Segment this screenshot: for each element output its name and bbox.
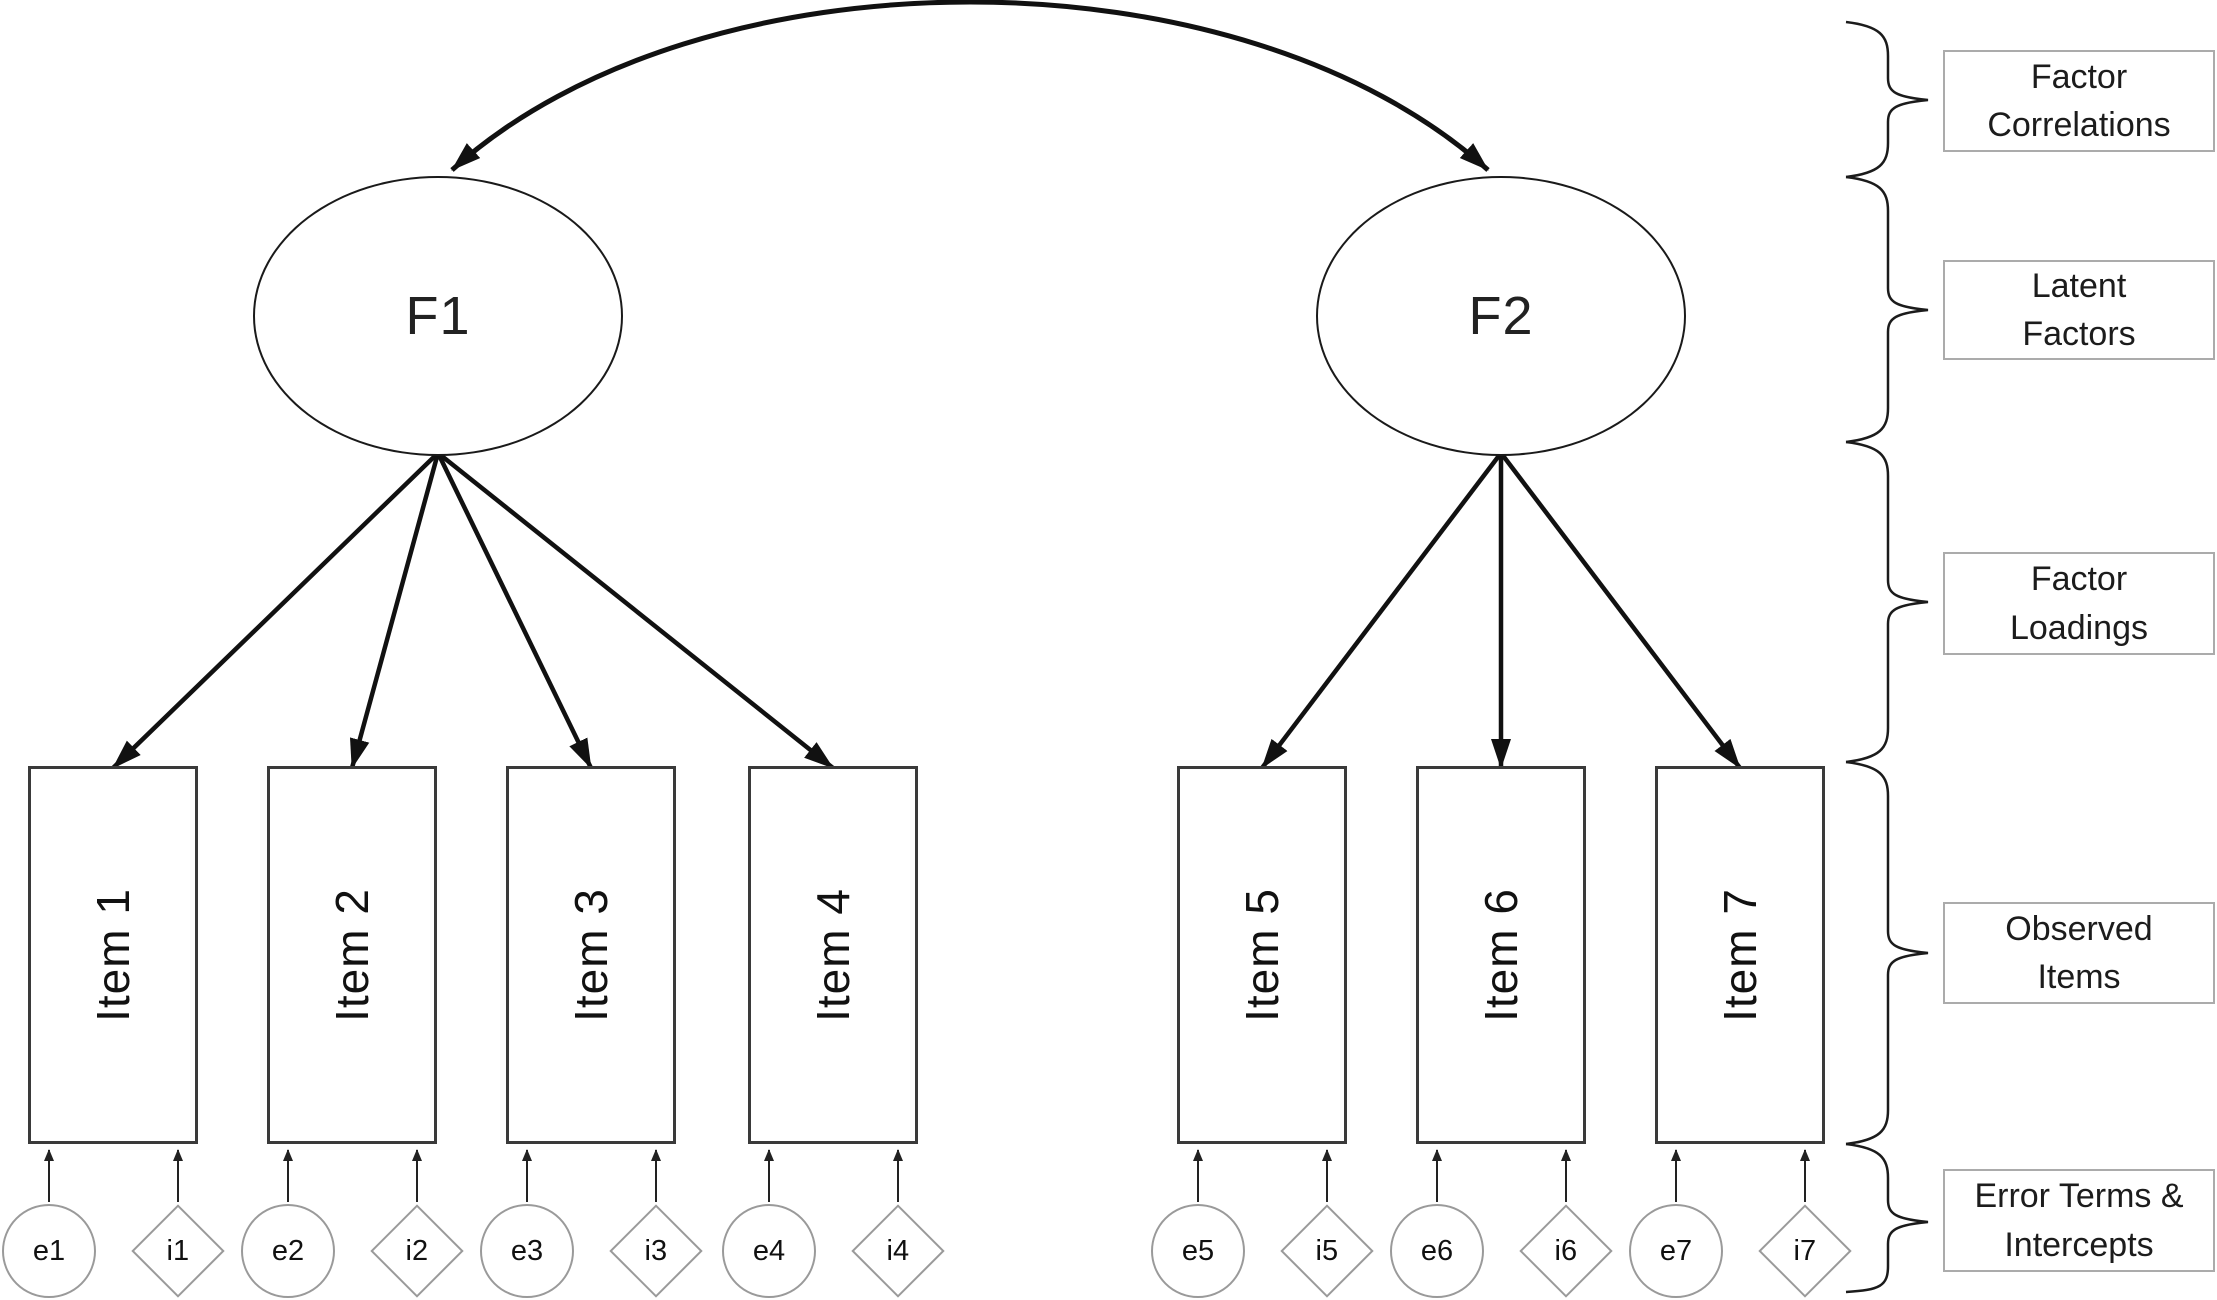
error-term-circle-e3: e3 [480,1204,574,1298]
annotation-box-observed-items: Observed Items [1943,902,2215,1004]
observed-item-box-2: Item 2 [267,766,437,1144]
factor-loading-arrow [436,451,835,770]
brace-observed-items [1845,760,1929,1146]
factor-loading-arrow [349,452,441,769]
intercept-label: i3 [644,1234,668,1267]
error-label: e2 [271,1234,305,1267]
item-label: Item 4 [806,888,859,1022]
annotation-line: Factors [2022,315,2136,353]
error-term-circle-e5: e5 [1151,1204,1245,1298]
annotation-line: Factor [2030,57,2128,96]
observed-item-box-4: Item 4 [748,766,918,1144]
error-term-circle-e7: e7 [1629,1204,1723,1298]
observed-item-box-1: Item 1 [28,766,198,1144]
factor-loading-arrows-f2 [1260,451,1742,770]
observed-item-box-5: Item 5 [1177,766,1347,1144]
intercept-label: i5 [1315,1234,1339,1267]
factor-loading-arrow [435,452,594,769]
brace-factor-loadings [1845,440,1929,764]
intercept-label: i4 [886,1234,910,1267]
item-label: Item 2 [325,888,378,1022]
latent-factor-label: F1 [405,286,471,346]
factor-loading-arrows-f1 [111,451,835,770]
factor-loading-arrow [111,451,440,770]
error-label: e1 [32,1234,66,1267]
annotation-line: Loadings [2009,608,2148,647]
factor-loading-arrow [1260,451,1503,770]
error-term-circle-e6: e6 [1390,1204,1484,1298]
error-label: e3 [510,1234,544,1267]
observed-item-box-6: Item 6 [1416,766,1586,1144]
observed-item-box-7: Item 7 [1655,766,1825,1144]
annotation-line: Latent [2031,266,2127,305]
brace-factor-correlations [1845,20,1929,179]
intercept-label: i7 [1793,1234,1817,1267]
item-label: Item 7 [1713,888,1766,1022]
item-label: Item 5 [1235,888,1288,1022]
annotation-line: Correlations [1987,106,2171,144]
item-label: Item 1 [86,888,139,1022]
annotation-line: Factor [2030,560,2128,599]
annotation-box-error-terms: Error Terms & Intercepts [1943,1169,2215,1272]
error-label: e4 [752,1234,786,1267]
brace-latent-factors [1845,175,1929,444]
brace-error-terms [1845,1142,1929,1294]
annotation-box-latent-factors: Latent Factors [1943,260,2215,360]
latent-factor-f1: F1 [253,176,623,456]
latent-factor-label: F2 [1468,286,1534,346]
latent-factor-f2: F2 [1316,176,1686,456]
intercept-label: i2 [405,1234,429,1267]
item-label: Item 3 [564,888,617,1022]
annotation-line: Observed [2005,909,2153,948]
annotation-box-factor-loadings: Factor Loadings [1943,552,2215,655]
error-term-circle-e1: e1 [2,1204,96,1298]
intercept-label: i6 [1554,1234,1578,1267]
factor-correlation-arc [450,0,1490,172]
error-label: e5 [1181,1234,1215,1267]
error-term-circle-e2: e2 [241,1204,335,1298]
annotation-line: Error Terms & [1974,1177,2184,1216]
intercept-label: i1 [166,1234,190,1267]
observed-item-box-3: Item 3 [506,766,676,1144]
factor-loading-arrow [1499,451,1742,770]
error-label: e6 [1420,1234,1454,1267]
error-intercept-arrows [44,1149,1810,1202]
annotation-line: Items [2037,958,2121,996]
item-label: Item 6 [1474,888,1527,1022]
error-term-circle-e4: e4 [722,1204,816,1298]
annotation-line: Intercepts [2004,1225,2154,1264]
annotation-braces [1845,20,1929,1294]
annotation-box-factor-correlations: Factor Correlations [1943,50,2215,152]
error-label: e7 [1659,1234,1693,1267]
